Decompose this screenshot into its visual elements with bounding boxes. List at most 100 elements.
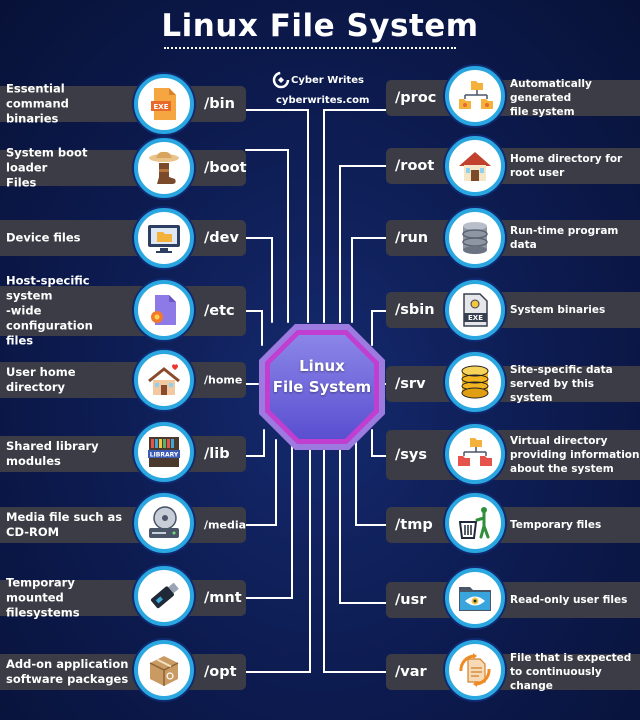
media-icon-circle [134, 493, 194, 553]
database-icon [462, 222, 488, 254]
dir-label: /sbin [395, 302, 435, 318]
dir-label: /root [395, 158, 435, 174]
exe-gear-icon: EXE [463, 293, 488, 327]
dir-row-home: User home directory /home [0, 362, 246, 398]
folder-eye-icon [459, 587, 491, 611]
dir-row-media: Media file such as CD-ROM /media [0, 507, 246, 543]
dir-row-root: /root Home directory for root user [386, 148, 640, 184]
dir-label: /tmp [395, 517, 433, 533]
srv-icon-circle [445, 352, 505, 412]
dir-label: /bin [204, 96, 235, 112]
file-cycle-icon [459, 653, 491, 687]
dir-label: /sys [395, 447, 428, 463]
dir-row-run: /run Run-time program data [386, 220, 640, 256]
dir-row-etc: Host-specific system -wide configuration… [0, 274, 246, 348]
hub-octagon [259, 324, 385, 450]
run-icon-circle [445, 208, 505, 268]
brand-name: Cyber Writes [291, 75, 364, 86]
usr-icon-circle [445, 568, 505, 628]
lib-icon-circle: LIBRARY [134, 422, 194, 482]
dir-description: Shared library modules [6, 439, 99, 468]
dir-label: /etc [204, 303, 235, 319]
yellow-database-icon [461, 365, 489, 399]
dir-row-mnt: Temporary mounted filesystems /mnt [0, 576, 246, 620]
dir-row-opt: Add-on application software packages /op… [0, 654, 246, 690]
home-icon-circle [134, 350, 194, 410]
dir-row-boot: System boot loader Files /boot [0, 146, 247, 190]
folder-tree-icon [459, 81, 493, 109]
dir-row-var: /var File that is expected to continuous… [386, 652, 640, 692]
dir-row-dev: Device files /dev [0, 220, 246, 256]
dir-label: /dev [204, 230, 239, 246]
page-title: Linux File System [161, 8, 479, 44]
dir-description: Device files [6, 230, 81, 245]
dir-description: System binaries [510, 304, 606, 316]
dir-description: User home directory [6, 365, 76, 394]
dir-label: /opt [204, 664, 237, 680]
hub-label-line2: File System [272, 378, 372, 396]
svg-text:EXE: EXE [154, 103, 169, 111]
dir-label: /proc [395, 90, 437, 106]
cd-drive-icon [149, 506, 179, 538]
dir-description: Temporary files [510, 519, 602, 531]
dir-row-lib: Shared library modules /lib [0, 436, 246, 472]
dir-description: Host-specific system -wide configuration… [6, 273, 93, 348]
dir-row-srv: /srv Site-specific data served by this s… [386, 364, 640, 404]
dev-icon-circle [134, 208, 194, 268]
sbin-icon-circle: EXE [445, 280, 505, 340]
hub-label: Linux File System [262, 356, 382, 398]
dir-description: Add-on application software packages [6, 657, 129, 686]
dir-label: /lib [204, 446, 230, 462]
dir-description: Virtual directory providing information … [510, 435, 640, 475]
dir-description: Run-time program data [510, 225, 619, 251]
dir-label: /srv [395, 376, 426, 392]
dir-label: /media [204, 518, 247, 532]
dir-row-bin: Essential command binaries /bin [0, 82, 246, 126]
dir-label: /var [395, 664, 427, 680]
house-heart-icon [148, 364, 180, 395]
dir-description: Site-specific data served by this system [510, 364, 613, 404]
boot-icon-circle [134, 138, 194, 198]
var-icon-circle [445, 640, 505, 700]
svg-text:EXE: EXE [468, 314, 483, 322]
brand-url: cyberwrites.com [276, 95, 370, 106]
bin-icon-circle: EXE [134, 74, 194, 134]
dir-description: Automatically generated file system [510, 78, 592, 118]
dir-description: Essential command binaries [6, 81, 69, 126]
dir-label: /boot [204, 160, 247, 176]
sys-icon-circle [445, 424, 505, 484]
boot-icon [149, 151, 179, 184]
config-file-icon [151, 295, 176, 325]
etc-icon-circle [134, 280, 194, 340]
hub-label-line1: Linux [299, 357, 345, 375]
root-icon-circle [445, 136, 505, 196]
dir-label: /home [204, 373, 243, 387]
monitor-folder-icon [148, 225, 180, 253]
title-underline [164, 47, 456, 49]
dir-label: /run [395, 230, 429, 246]
svg-text:LIBRARY: LIBRARY [150, 452, 179, 459]
dir-description: File that is expected to continuously ch… [510, 652, 632, 692]
cyber-writes-logo-icon [272, 71, 290, 89]
dir-description: System boot loader Files [6, 145, 88, 190]
dir-label: /usr [395, 592, 427, 608]
dir-description: Home directory for root user [510, 153, 623, 179]
dir-description: Media file such as CD-ROM [6, 510, 123, 539]
proc-icon-circle [445, 66, 505, 126]
usb-drive-icon [151, 582, 179, 609]
dir-label: /mnt [204, 590, 242, 606]
dir-row-proc: /proc Automatically generated file syste… [386, 78, 640, 118]
folder-network-icon [458, 438, 492, 466]
opt-icon-circle [134, 640, 194, 700]
exe-file-icon: EXE [151, 88, 176, 120]
dir-row-usr: /usr Read-only user files [386, 582, 640, 618]
house-icon [459, 152, 491, 181]
dir-row-tmp: /tmp Temporary files [386, 507, 640, 543]
dir-description: Temporary mounted filesystems [6, 575, 80, 620]
library-icon: LIBRARY [148, 437, 180, 467]
tmp-icon-circle [445, 493, 505, 553]
trash-person-icon [458, 507, 490, 539]
dir-row-sbin: /sbin System binaries [386, 292, 640, 328]
package-icon [149, 656, 179, 686]
